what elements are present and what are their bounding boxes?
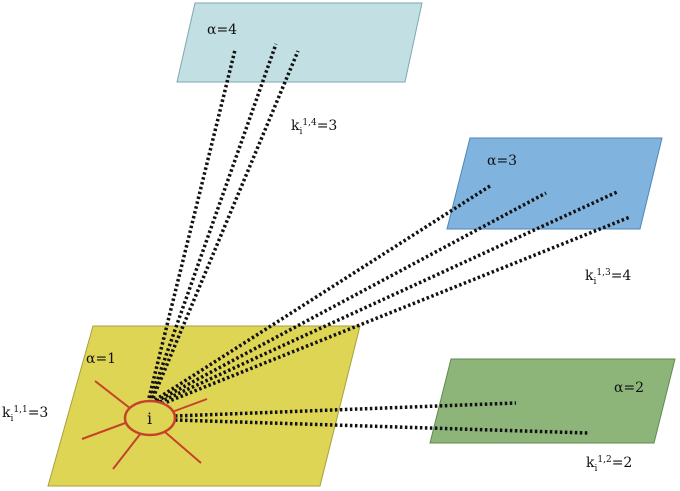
layer-alpha-2	[429, 358, 676, 444]
intra-link-3	[112, 432, 142, 470]
intra-link-2	[81, 421, 129, 440]
layer-alpha-1	[47, 325, 361, 487]
layer-alpha-4-label: α=4	[207, 22, 237, 38]
degree-label-k-1-2: ki1,2=2	[586, 455, 632, 474]
node-i	[123, 399, 177, 437]
layer-alpha-3	[446, 137, 663, 230]
layer-alpha-2-label: α=2	[614, 380, 644, 396]
layer-alpha-4	[176, 2, 423, 83]
link-to-alpha-3-d	[161, 215, 631, 406]
layer-alpha-1-label: α=1	[86, 351, 116, 367]
degree-label-k-1-3: ki1,3=4	[585, 268, 631, 287]
link-to-alpha-2-b	[174, 418, 589, 435]
intra-layer-links	[81, 380, 208, 470]
link-to-alpha-3-c	[159, 190, 618, 404]
intra-link-4	[164, 431, 202, 464]
intra-link-1	[94, 380, 132, 410]
inter-layer-links	[147, 43, 631, 435]
link-to-alpha-3-a	[154, 184, 491, 402]
intra-link-5	[171, 398, 208, 413]
link-to-alpha-3-b	[156, 191, 547, 403]
layer-alpha-3-label: α=3	[487, 153, 517, 169]
node-i-label: i	[147, 409, 152, 428]
degree-label-k-1-4: ki1,4=3	[291, 118, 337, 137]
link-to-alpha-2-a	[174, 401, 517, 418]
degree-label-k-1-1: ki1,1=3	[2, 405, 48, 424]
